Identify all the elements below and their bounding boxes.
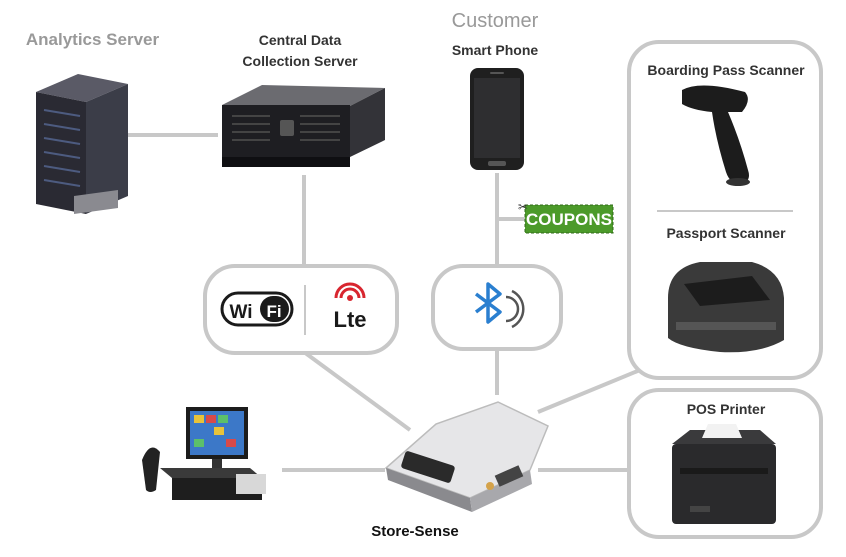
wifi-fi-text: Fi	[266, 302, 281, 321]
coupons-badge-text: COUPONS	[526, 210, 612, 229]
coupons-badge: COUPONS ✂	[518, 200, 614, 234]
central-server-label-line1: Central Data	[258, 32, 342, 48]
lte-logo-icon: Lte	[334, 282, 367, 332]
central-server-icon	[222, 85, 385, 167]
analytics-server-label: Analytics Server	[25, 30, 160, 49]
line-scanners-to-storesense	[537, 368, 641, 414]
pos-terminal-icon	[142, 407, 266, 500]
passport-scanner-icon	[668, 262, 784, 353]
boarding-pass-scanner-label: Boarding Pass Scanner	[647, 62, 805, 78]
store-sense-device-icon	[384, 401, 549, 512]
smart-phone-label: Smart Phone	[451, 42, 539, 58]
analytics-server-icon	[36, 74, 128, 214]
wifi-lte-box: Wi Fi Lte	[203, 264, 399, 355]
smart-phone-icon	[470, 68, 524, 170]
wifi-wi-text: Wi	[229, 302, 252, 323]
central-server-label-line2: Collection Server	[242, 53, 358, 69]
bluetooth-icon	[474, 282, 502, 324]
pos-printer-icon	[672, 424, 776, 524]
customer-label: Customer	[451, 10, 539, 32]
connector-lines	[128, 133, 641, 472]
scissors-icon: ✂	[518, 200, 528, 214]
passport-scanner-label: Passport Scanner	[666, 225, 786, 241]
boarding-pass-scanner-icon	[682, 85, 750, 186]
line-wifi-to-storesense	[302, 350, 412, 432]
lte-text: Lte	[334, 307, 367, 332]
store-sense-label: Store-Sense	[371, 523, 459, 540]
signal-waves-icon	[505, 289, 525, 329]
bluetooth-box	[431, 264, 563, 351]
pos-printer-label: POS Printer	[686, 401, 766, 417]
wifi-logo-icon: Wi Fi	[220, 291, 294, 327]
